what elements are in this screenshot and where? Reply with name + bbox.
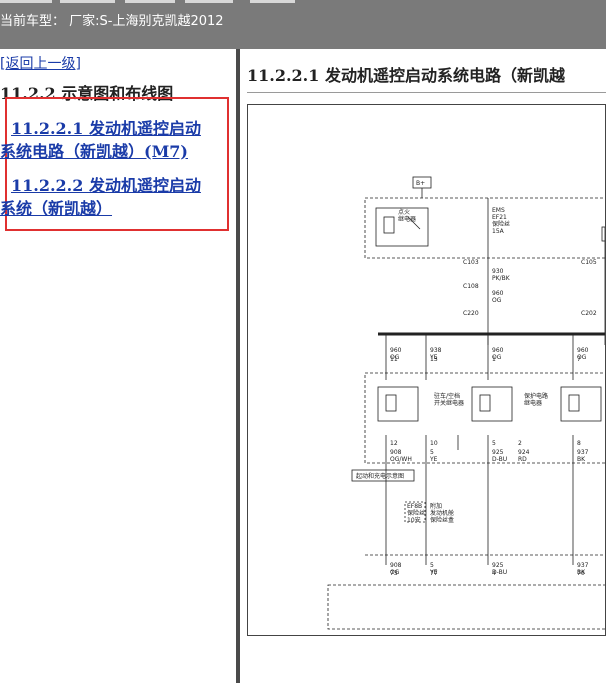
ign-relay-label: 点火继电器 [398, 208, 416, 223]
content-pane: 11.2.2.1 发动机遥控启动系统电路（新凯越 [240, 49, 606, 683]
pin-bottom-2: 10 [430, 440, 438, 447]
tab-4[interactable] [185, 0, 233, 3]
relay1-label: 驻车/空档开关继电器 [434, 392, 464, 407]
pin-top-3: 1 [492, 356, 496, 363]
link-system-line2[interactable]: 系统（新凯越） [0, 199, 113, 218]
title-rule [247, 92, 606, 93]
pin-top-2: 13 [430, 356, 438, 363]
tab-2[interactable] [60, 0, 115, 3]
nav-pane: [返回上一级] 11.2.2 示意图和布线图 11.2.2.1 发动机遥控启动 … [0, 49, 236, 683]
connector-c202: C202 [581, 310, 597, 317]
vehicle-label: 当前车型： 厂家:S-上海别克凯越2012 [0, 14, 224, 29]
connector-c105: C105 [581, 259, 597, 266]
title-bar: 当前车型： 厂家:S-上海别克凯越2012 [0, 0, 606, 49]
connector-c220: C220 [463, 310, 479, 317]
charge-diagram-label: 起动和充电示意图 [356, 472, 404, 480]
back-link[interactable]: [返回上一级] [0, 56, 81, 72]
pin-end-3: 4 [492, 570, 496, 577]
pin-top-4: 7 [577, 356, 581, 363]
link-circuit-m7-line2[interactable]: 系统电路（新凯越）(M7) [0, 142, 188, 161]
power-label: B+ [416, 180, 425, 187]
link-system-line1[interactable]: 11.2.2.2 发动机遥控启动 [11, 176, 201, 195]
pin-end-2: 77 [430, 570, 438, 577]
pin-end-1: 73 [390, 570, 398, 577]
tab-strip [0, 0, 606, 3]
pin-end-4: 70 [577, 570, 585, 577]
pin-bottom-4: 2 [518, 440, 522, 447]
highlight-box [5, 97, 229, 231]
page-title: 11.2.2.1 发动机遥控启动系统电路（新凯越 [247, 66, 565, 85]
relay2-label: 保护电路继电器 [524, 392, 548, 407]
link-circuit-m7-line1[interactable]: 11.2.2.1 发动机遥控启动 [11, 119, 201, 138]
tab-1[interactable] [0, 0, 52, 3]
pin-bottom-5: 8 [577, 440, 581, 447]
connector-c103: C103 [463, 259, 479, 266]
pane-divider[interactable] [236, 49, 240, 683]
pin-bottom-1: 12 [390, 440, 398, 447]
connector-c108: C108 [463, 283, 479, 290]
tab-3[interactable] [125, 0, 175, 3]
aux-fuse-box-label: 附加发动机舱保险丝盒 [430, 502, 454, 524]
tab-5[interactable] [250, 0, 295, 3]
pin-bottom-3: 5 [492, 440, 496, 447]
pin-top-1: 11 [390, 356, 398, 363]
